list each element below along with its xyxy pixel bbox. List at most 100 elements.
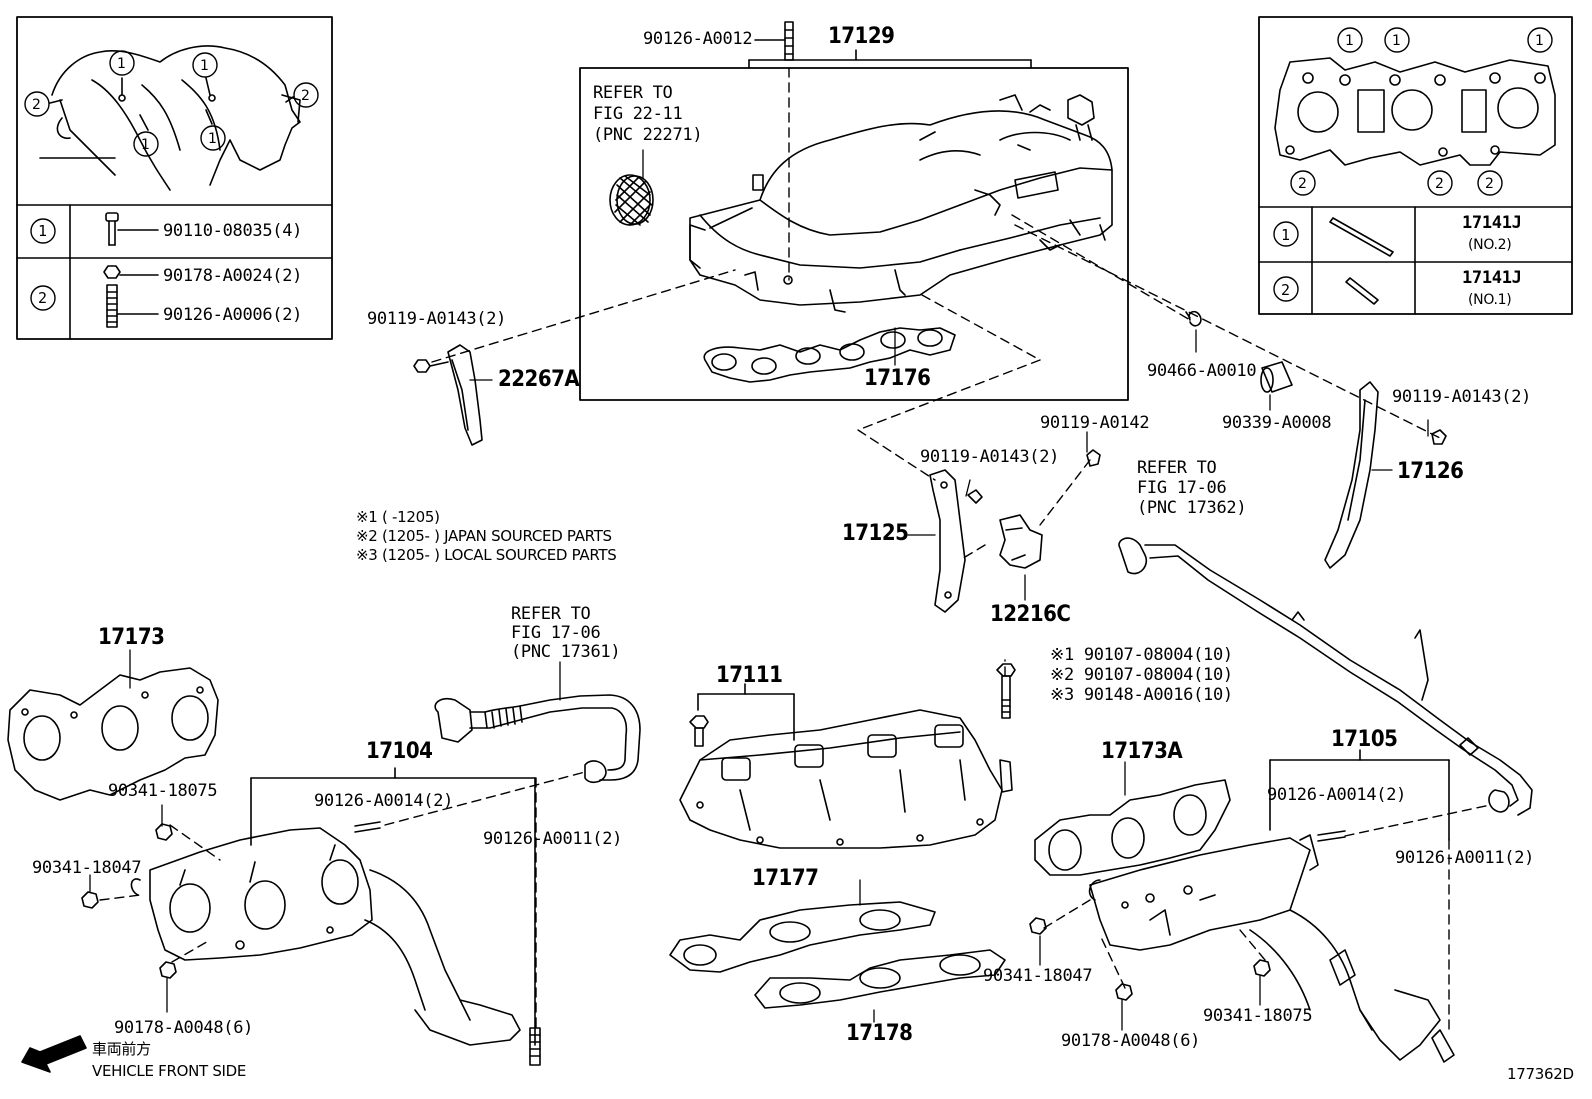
inset-left-manifold-sketch xyxy=(39,45,301,191)
label-90126-a0014-right: 90126-A0014(2) xyxy=(1267,785,1407,805)
refer-line: FIG 17-06 xyxy=(1137,478,1227,498)
exhaust-manifold-17104 xyxy=(130,767,541,1066)
sourcing-notes: ※1 ( -1205) ※2 (1205- ) JAPAN SOURCED PA… xyxy=(356,508,617,564)
gasket-17173 xyxy=(7,667,219,801)
label-17129: 17129 xyxy=(828,24,895,49)
note-line: ※2 (1205- ) JAPAN SOURCED PARTS xyxy=(356,527,612,545)
dashed-leaders xyxy=(99,67,1491,1031)
stud-90126-a0012 xyxy=(754,21,794,61)
callout-digit: 2 xyxy=(1485,176,1494,192)
label-90126-a0014-left: 90126-A0014(2) xyxy=(314,791,454,811)
label-17125: 17125 xyxy=(842,521,909,546)
inset-left-part-2: 90178-A0024(2) xyxy=(163,266,303,286)
label-90341-18047-right: 90341-18047 xyxy=(983,966,1093,986)
label-17126: 17126 xyxy=(1397,459,1464,484)
label-90339-a0008: 90339-A0008 xyxy=(1222,413,1332,433)
bracket-17125 xyxy=(929,469,983,613)
refer-line: (PNC 17361) xyxy=(511,642,621,662)
vehicle-front-label-en: VEHICLE FRONT SIDE xyxy=(92,1062,247,1080)
gasket-17173a xyxy=(1034,779,1231,876)
callout-digit: 1 xyxy=(1535,33,1544,49)
refer-line: (PNC 17362) xyxy=(1137,498,1247,518)
note-line: ※3 (1205- ) LOCAL SOURCED PARTS xyxy=(356,546,617,564)
refer-note-17362: REFER TO FIG 17-06 (PNC 17362) xyxy=(1137,459,1247,518)
inset-left-fasteners xyxy=(103,212,159,328)
egr-pipe-left xyxy=(434,694,641,784)
refer-note-17361: REFER TO FIG 17-06 (PNC 17361) xyxy=(511,604,621,662)
inset-right-gasket-sketch xyxy=(1274,57,1556,166)
refer-line: (PNC 22271) xyxy=(593,125,703,145)
refer-line: FIG 17-06 xyxy=(511,623,601,643)
refer-line: FIG 22-11 xyxy=(593,104,683,124)
label-90119-a0143-right: 90119-A0143(2) xyxy=(1392,387,1532,407)
label-17177: 17177 xyxy=(752,866,819,891)
callout-digit: 2 xyxy=(301,88,310,104)
callout-digit: 1 xyxy=(1392,33,1401,49)
bolt-notes: ※1 90107-08004(10) ※2 90107-08004(10) ※3… xyxy=(1050,646,1233,704)
callout-digit: 1 xyxy=(141,137,150,153)
label-90126-a0011-right: 90126-A0011(2) xyxy=(1395,848,1535,868)
inset-right-key-2: 2 xyxy=(1281,281,1290,299)
inset-right-part-1: 17141J xyxy=(1462,213,1522,233)
figure-id: 177362D xyxy=(1507,1065,1574,1083)
throttle-inlet-screen xyxy=(609,174,654,226)
label-90341-18047-left: 90341-18047 xyxy=(32,858,142,878)
inset-left-key-2: 2 xyxy=(38,289,47,307)
callout-digit: 1 xyxy=(117,56,126,72)
intake-group-box xyxy=(579,49,1129,401)
gasket-17178 xyxy=(754,949,1006,1009)
label-17104: 17104 xyxy=(366,739,433,764)
label-90466-a0010: 90466-A0010 xyxy=(1147,361,1257,381)
label-17178: 17178 xyxy=(846,1021,913,1046)
label-90119-a0143-left: 90119-A0143(2) xyxy=(367,309,507,329)
bolt-line: ※2 90107-08004(10) xyxy=(1050,665,1233,685)
inset-left-callout-circles xyxy=(24,50,319,311)
callout-digit: 1 xyxy=(200,58,209,74)
inset-left-part-1: 90110-08035(4) xyxy=(163,221,303,241)
label-90178-a0048-right: 90178-A0048(6) xyxy=(1061,1031,1201,1051)
inset-right-sub-2: (NO.1) xyxy=(1468,292,1512,308)
upper-intake-plenum xyxy=(689,94,1113,313)
refer-line: REFER TO xyxy=(511,604,591,624)
inset-right-studs xyxy=(1329,217,1394,305)
inset-right-key-1: 1 xyxy=(1281,226,1290,244)
refer-line: REFER TO xyxy=(593,83,673,103)
vehicle-front-arrow-icon xyxy=(21,1035,87,1073)
label-17105: 17105 xyxy=(1331,727,1398,752)
callout-digit: 2 xyxy=(1435,176,1444,192)
label-22267a: 22267A xyxy=(498,367,580,392)
gasket-17176 xyxy=(703,327,956,383)
egr-pipe-right xyxy=(1118,537,1533,816)
label-17173: 17173 xyxy=(98,625,165,650)
nuts-right xyxy=(1029,917,1271,1001)
bolt-line: ※1 90107-08004(10) xyxy=(1050,645,1233,665)
callout-digit: 1 xyxy=(1345,33,1354,49)
label-17173a: 17173A xyxy=(1101,739,1183,764)
inset-left-box xyxy=(16,16,333,340)
label-90119-a0142: 90119-A0142 xyxy=(1040,413,1150,433)
inset-left-key-1: 1 xyxy=(38,222,47,240)
callout-digit: 1 xyxy=(208,131,217,147)
label-90341-18075-right: 90341-18075 xyxy=(1203,1006,1313,1026)
bracket-22267a xyxy=(413,344,483,446)
label-90341-18075-left: 90341-18075 xyxy=(108,781,218,801)
label-90119-a0143-center: 90119-A0143(2) xyxy=(920,447,1060,467)
label-90178-a0048-left: 90178-A0048(6) xyxy=(114,1018,254,1038)
bracket-17126 xyxy=(1324,381,1447,569)
label-17111: 17111 xyxy=(716,663,783,688)
inset-right-box xyxy=(1258,16,1573,315)
inset-left-part-3: 90126-A0006(2) xyxy=(163,305,303,325)
callout-digit: 2 xyxy=(32,97,41,113)
label-12216c: 12216C xyxy=(990,602,1071,627)
intake-manifold-17111 xyxy=(679,663,1016,849)
inset-right-sub-1: (NO.2) xyxy=(1468,237,1512,253)
label-17176: 17176 xyxy=(864,366,931,391)
hose-clamp-and-hose xyxy=(1185,310,1293,393)
callout-digit: 2 xyxy=(1298,176,1307,192)
label-90126-a0012: 90126-A0012 xyxy=(643,29,753,49)
nuts-left xyxy=(81,823,177,979)
inset-right-callout-circles xyxy=(1273,27,1553,302)
label-90126-a0011-left: 90126-A0011(2) xyxy=(483,829,623,849)
gasket-17177 xyxy=(669,901,936,973)
